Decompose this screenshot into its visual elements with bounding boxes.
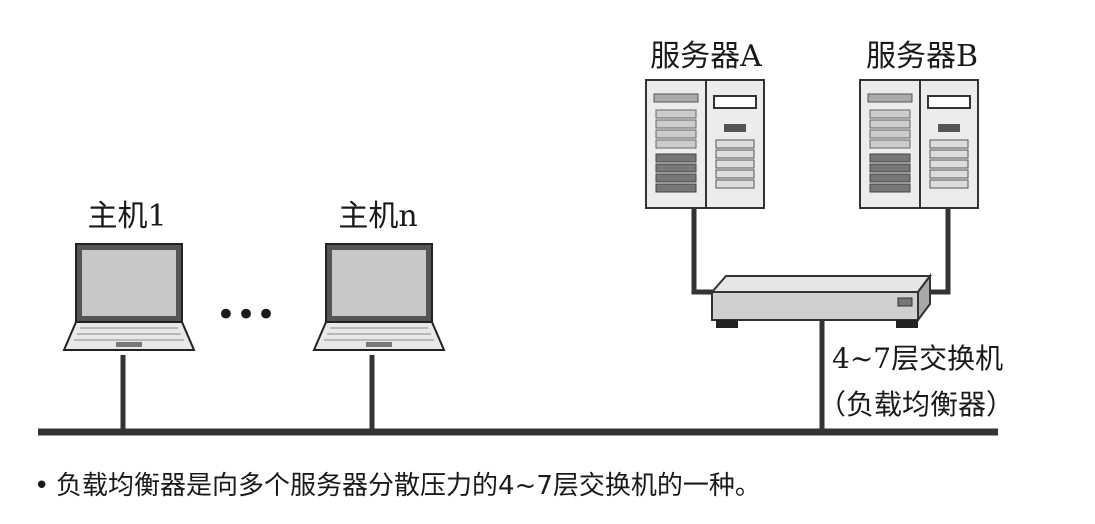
server-b-label: 服务器B [866,39,978,74]
server-b [859,79,979,209]
host-n-label: 主机n [338,199,417,234]
server-a-label: 服务器A [650,39,762,74]
load-balancer-switch [709,273,932,328]
server-a [645,79,765,209]
hosts-ellipsis: ••• [216,295,276,335]
server-a-link [691,208,718,295]
switch-label-line1: 4~7层交换机 [832,342,1003,375]
network-diagram: 服务器A 服务器B 4~7层交换机 （负载均衡器） [38,39,1014,436]
connection-lines [38,208,998,436]
caption-bullet: • [34,471,50,501]
caption-text: 负载均衡器是向多个服务器分散压力的4~7层交换机的一种。 [56,471,761,501]
switch-label-line2: （负载均衡器） [818,388,1014,421]
host-n-laptop [312,243,446,351]
host-1-label: 主机1 [87,199,166,234]
caption: •负载均衡器是向多个服务器分散压力的4~7层交换机的一种。 [34,466,1074,506]
host-1-laptop [62,243,196,351]
